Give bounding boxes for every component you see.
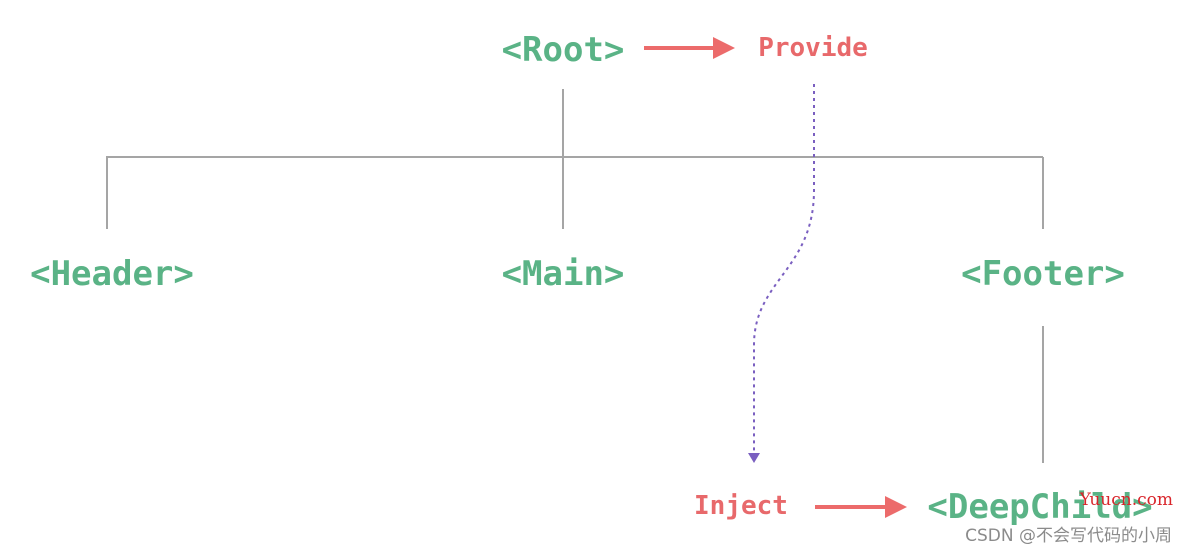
- header-node-label: <Header>: [30, 254, 194, 294]
- inject-arrow-head: [748, 453, 760, 463]
- inject-arrow-head-right: [885, 496, 907, 518]
- deepchild-node-label: <DeepChild>: [927, 487, 1152, 527]
- footer-node-label: <Footer>: [961, 254, 1125, 294]
- inject-arrow: [815, 496, 907, 518]
- main-node-label: <Main>: [502, 254, 625, 294]
- tree-connectors: [106, 89, 1044, 463]
- provide-arrow-head: [713, 37, 735, 59]
- provide-arrow: [644, 37, 735, 59]
- inject-label: Inject: [694, 491, 788, 521]
- provide-label: Provide: [758, 33, 868, 63]
- root-node-label: <Root>: [502, 30, 625, 70]
- inject-dotted-curve: [753, 84, 815, 452]
- inject-path: [748, 84, 815, 463]
- author-watermark: CSDN @不会写代码的小周: [965, 526, 1172, 546]
- site-watermark: Yuucn.com: [1079, 490, 1173, 510]
